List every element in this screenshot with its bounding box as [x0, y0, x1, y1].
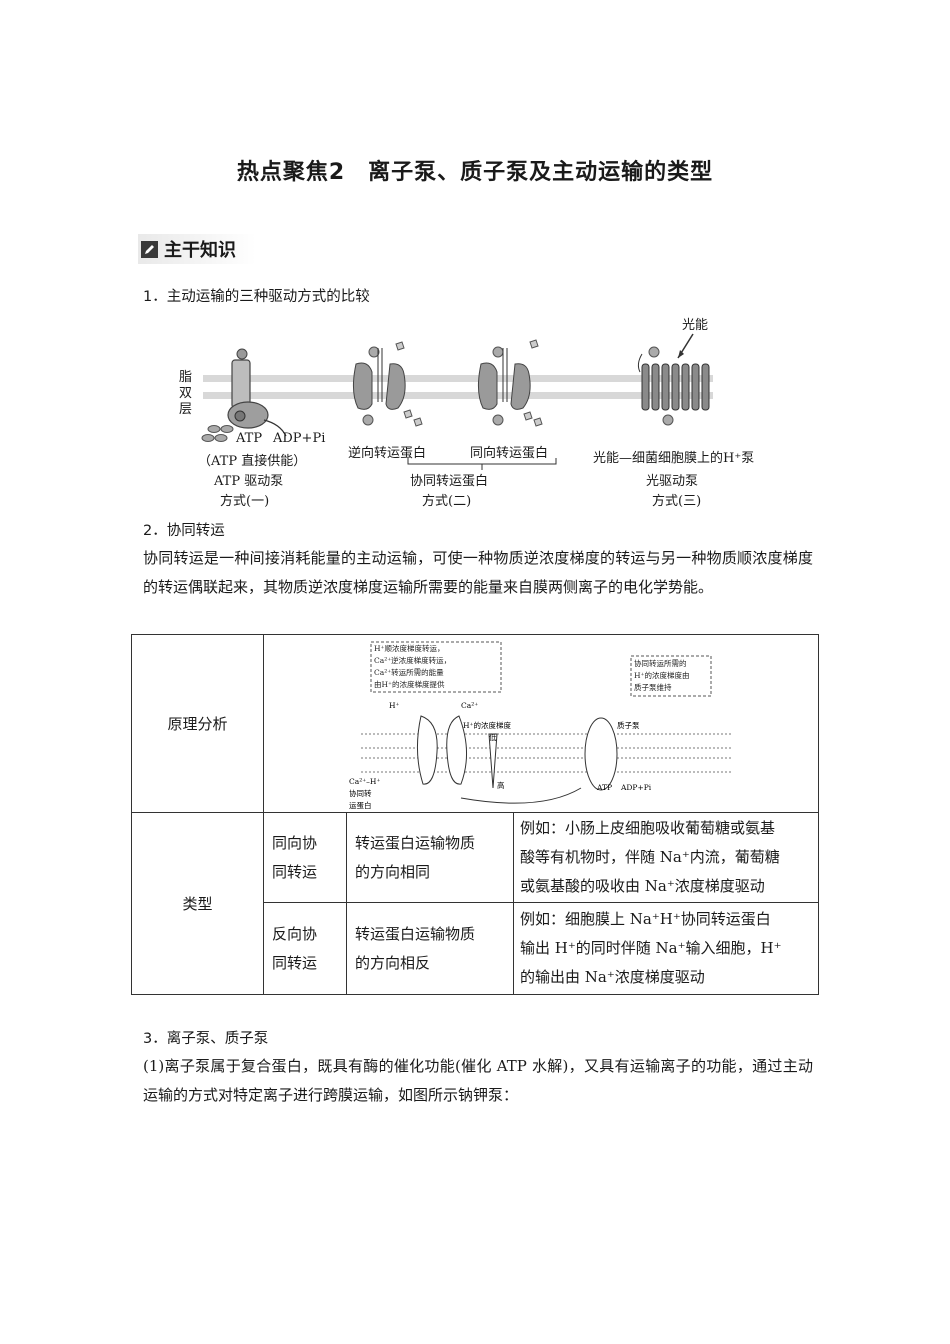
- principle-label: 原理分析: [131, 634, 264, 813]
- light-pump-label: 光能—细菌细胞膜上的H⁺泵: [593, 451, 755, 466]
- mode1-label: 方式(一): [220, 494, 270, 509]
- antiport-desc-line2: 的方向相反: [355, 953, 431, 972]
- ion-pump-paragraph: (1)离子泵属于复合蛋白，既具有酶的催化功能(催化 ATP 水解)，又具有运输离…: [143, 1057, 813, 1104]
- h-label: H⁺: [389, 701, 400, 710]
- transport-modes-svg: [201, 333, 713, 470]
- antiport-example-line2: 输出 H⁺的同时伴随 Na⁺输入细胞，H⁺: [520, 939, 782, 957]
- symport-example-line1: 例如：小肠上皮细胞吸收葡萄糖或氨基: [520, 819, 776, 837]
- antiport-name-line2: 同转运: [272, 953, 318, 972]
- ca-label: Ca²⁺: [461, 701, 478, 710]
- atp-pump-label: ATP 驱动泵: [214, 474, 284, 489]
- cotransporter-label: 协同转运蛋白: [410, 474, 489, 489]
- note2-line3: 质子泵维持: [634, 682, 672, 692]
- antiport-desc-line1: 转运蛋白运输物质: [355, 924, 476, 943]
- atp-direct-label: （ATP 直接供能）: [198, 454, 307, 469]
- atp-label: ATP: [236, 431, 263, 446]
- antiport-example-line1: 例如：细胞膜上 Na⁺H⁺协同转运蛋白: [520, 910, 771, 928]
- ca-h-label: Ca²⁺–H⁺: [349, 777, 380, 786]
- adp-label: ADP+Pi: [273, 431, 326, 446]
- antiporter-label: 逆向转运蛋白: [348, 446, 427, 461]
- heading-3: 3．离子泵、质子泵: [143, 1031, 269, 1047]
- symporter: [477, 339, 543, 427]
- heading-1: 1．主动运输的三种驱动方式的比较: [143, 289, 370, 305]
- symport-desc: 转运蛋白运输物质 的方向相同: [346, 812, 514, 903]
- atp-label-2: ATP: [596, 783, 612, 792]
- antiporter: [352, 341, 423, 427]
- symporter-label: 同向转运蛋白: [470, 446, 549, 461]
- symport-desc-line1: 转运蛋白运输物质: [355, 833, 476, 852]
- light-label: 光能: [682, 318, 709, 333]
- note2-line1: 协同转运所需的: [634, 658, 687, 668]
- light-driven-label: 光驱动泵: [646, 474, 699, 489]
- symport-name-line2: 同转运: [272, 862, 318, 881]
- pencil-square-icon: [141, 240, 158, 258]
- note1-line3: Ca²⁺转运所需的能量: [374, 667, 444, 677]
- heading-2: 2．协同转运: [143, 523, 225, 539]
- type-label: 类型: [131, 812, 264, 995]
- section-title: 主干知识: [164, 240, 236, 261]
- mode3-label: 方式(三): [652, 494, 702, 509]
- cotransport-diagram: H⁺顺浓度梯度转运， Ca²⁺逆浓度梯度转运， Ca²⁺转运所需的能量 由H⁺的…: [349, 641, 731, 810]
- symport-example-line2: 酸等有机物时，伴随 Na⁺内流，葡萄糖: [520, 848, 780, 866]
- lipid-label-1: 脂: [179, 370, 193, 385]
- symport-name: 同向协 同转运: [263, 812, 347, 903]
- atp-pump: [201, 348, 287, 442]
- adp-label-2: ADP+Pi: [620, 783, 652, 792]
- co-label-2: 运蛋白: [349, 800, 372, 810]
- knowledge-table: 原理分析 H⁺顺浓度梯度转运， Ca²⁺逆浓度梯度转运， Ca²⁺转运所需的能量…: [131, 634, 819, 995]
- mode2-label: 方式(二): [422, 494, 472, 509]
- light-pump: [637, 333, 710, 426]
- cotransport-paragraph: 协同转运是一种间接消耗能量的主动运输，可使一种物质逆浓度梯度的转运与另一种物质顺…: [143, 549, 813, 596]
- page-title: 热点聚焦2 离子泵、质子泵及主动运输的类型: [236, 160, 714, 185]
- antiport-example-line3: 的输出由 Na⁺浓度梯度驱动: [520, 968, 705, 986]
- note1-line2: Ca²⁺逆浓度梯度转运，: [374, 655, 451, 665]
- antiport-example: 例如：细胞膜上 Na⁺H⁺协同转运蛋白 输出 H⁺的同时伴随 Na⁺输入细胞，H…: [513, 902, 819, 995]
- note1-line1: H⁺顺浓度梯度转运，: [374, 643, 445, 653]
- symport-example-line3: 或氨基酸的吸收由 Na⁺浓度梯度驱动: [520, 877, 765, 895]
- high-label: 高: [497, 780, 505, 790]
- antiport-name: 反向协 同转运: [263, 902, 347, 995]
- gradient-label: H⁺的浓度梯度: [463, 720, 511, 730]
- co-label-1: 协同转: [349, 788, 372, 798]
- pump-label: 质子泵: [617, 720, 640, 730]
- symport-desc-line2: 的方向相同: [355, 862, 431, 881]
- transport-modes-figure: 脂 双 层 光能 ATP ADP+Pi （ATP 直接供能） ATP 驱动泵 方…: [168, 312, 788, 512]
- antiport-desc: 转运蛋白运输物质 的方向相反: [346, 902, 514, 995]
- symport-example: 例如：小肠上皮细胞吸收葡萄糖或氨基 酸等有机物时，伴随 Na⁺内流，葡萄糖 或氨…: [513, 812, 819, 903]
- symport-name-line1: 同向协: [272, 833, 318, 852]
- lipid-label-3: 层: [179, 402, 193, 417]
- principle-figure-cell: H⁺顺浓度梯度转运， Ca²⁺逆浓度梯度转运， Ca²⁺转运所需的能量 由H⁺的…: [263, 634, 819, 813]
- note2-line2: H⁺的浓度梯度由: [634, 670, 690, 680]
- antiport-name-line1: 反向协: [272, 924, 318, 943]
- low-label: 低: [489, 732, 497, 742]
- lipid-label-2: 双: [179, 386, 193, 401]
- section-header: 主干知识: [138, 234, 256, 264]
- note1-line4: 由H⁺的浓度梯度提供: [374, 679, 445, 689]
